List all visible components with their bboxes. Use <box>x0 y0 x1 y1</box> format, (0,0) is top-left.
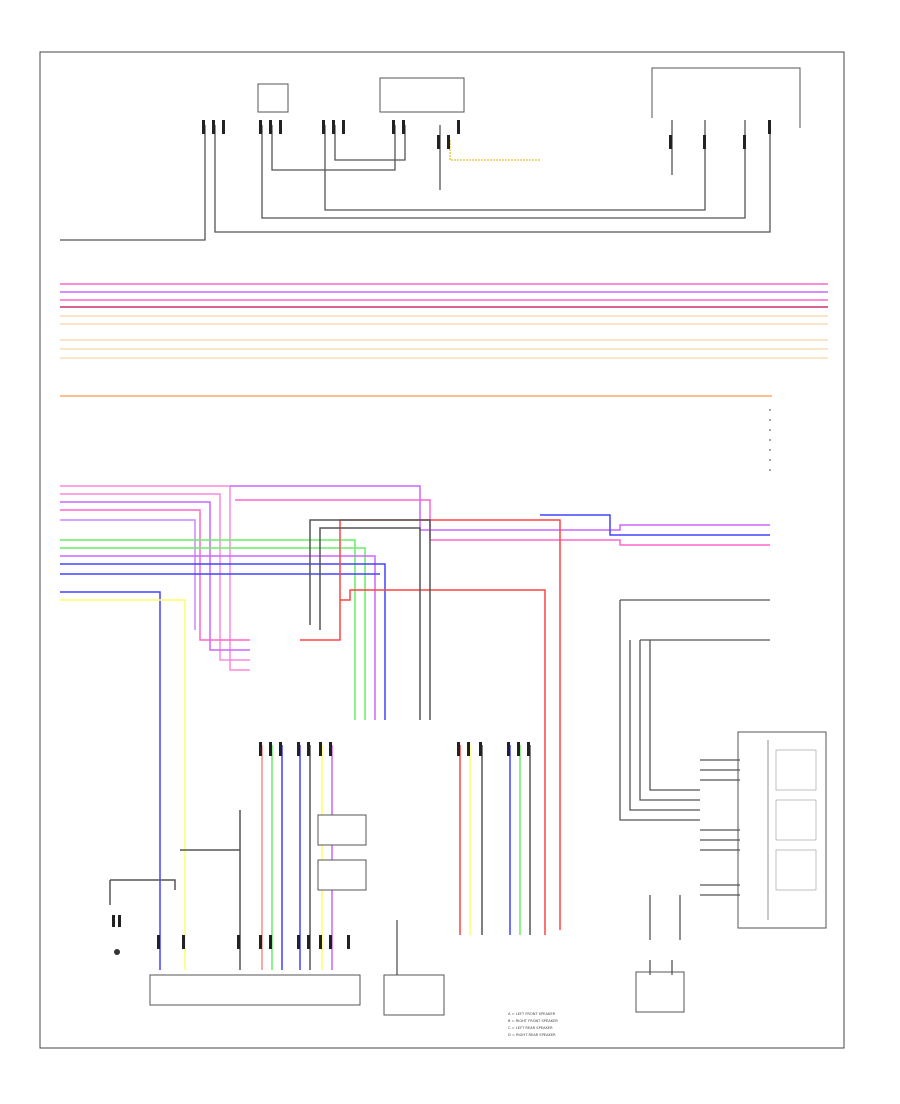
diagram-border <box>39 51 845 1049</box>
top-right-bracket <box>651 67 801 128</box>
bottom-right-component <box>635 971 685 1013</box>
bottom-center-component <box>383 974 445 1016</box>
top-pins <box>202 120 771 149</box>
note-c: C = LEFT REAR SPEAKER <box>508 1026 553 1030</box>
right-module <box>737 731 827 929</box>
middle-wires <box>60 485 770 970</box>
note-b: B = RIGHT FRONT SPEAKER <box>508 1019 558 1023</box>
right-module-box <box>737 731 827 929</box>
top-component-1 <box>257 83 289 113</box>
relay-1 <box>317 814 367 846</box>
top-component-center <box>379 77 465 113</box>
note-d: D = RIGHT REAR SPEAKER <box>508 1033 556 1037</box>
notes: A = LEFT FRONT SPEAKER B = RIGHT FRONT S… <box>508 1012 558 1037</box>
top-wires <box>60 120 771 241</box>
bottom-components <box>114 814 685 1016</box>
right-wires <box>619 599 770 940</box>
note-a: A = LEFT FRONT SPEAKER <box>508 1012 556 1016</box>
lower-wires <box>109 745 531 970</box>
top-components <box>257 67 801 128</box>
bottom-module <box>149 974 361 1006</box>
bus-wires <box>60 283 828 397</box>
right-terminals <box>769 409 771 471</box>
lower-pins <box>112 742 530 949</box>
relay-2 <box>317 859 367 891</box>
ground-symbol <box>114 949 120 955</box>
